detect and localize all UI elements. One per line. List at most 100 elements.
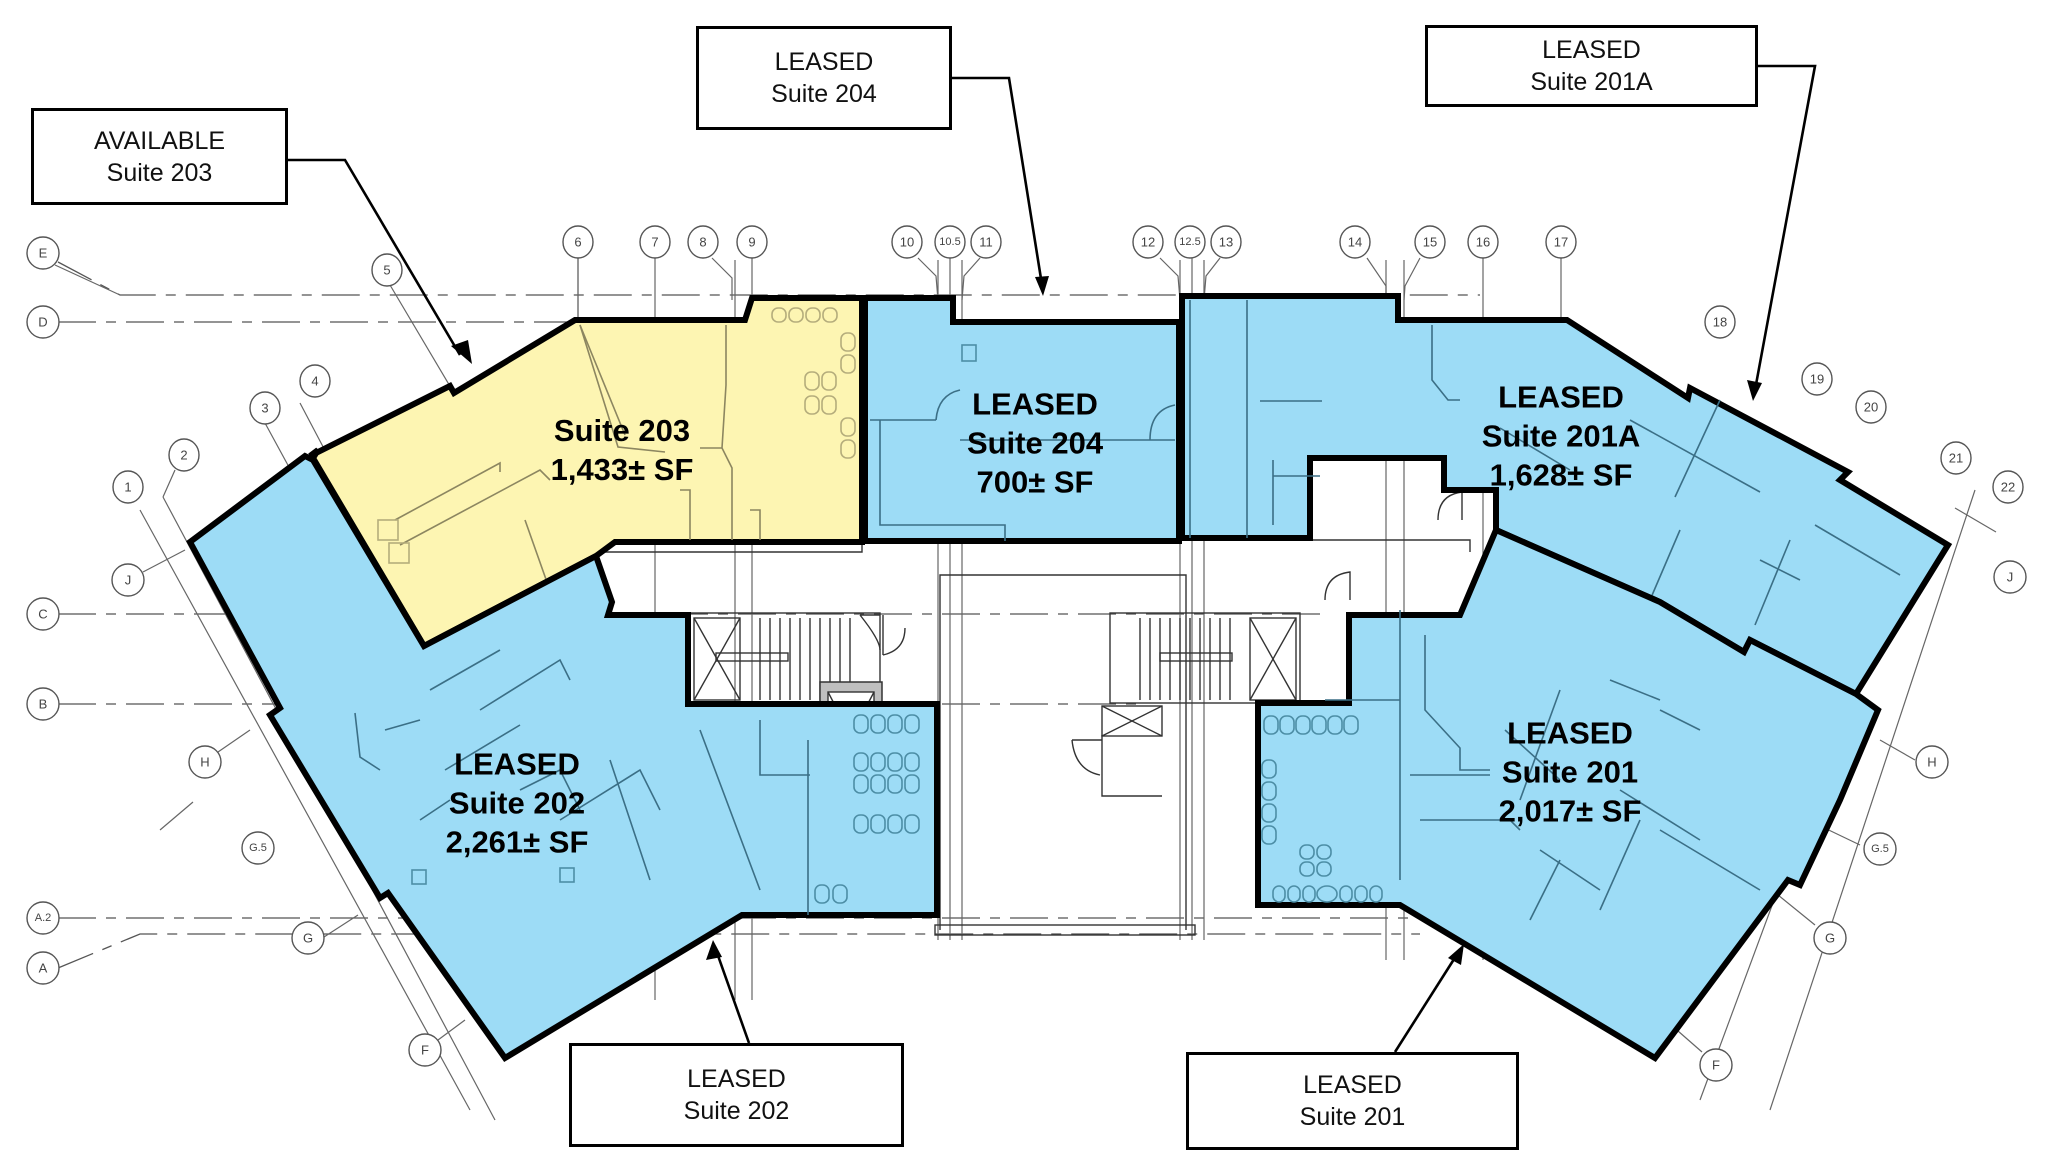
grid-bubble-12-5: 12.5 xyxy=(1174,225,1206,259)
svg-text:G: G xyxy=(1825,931,1835,946)
suite-204-label: LEASED Suite 204 700± SF xyxy=(967,385,1103,502)
svg-text:6: 6 xyxy=(574,235,581,250)
callout-leaders xyxy=(288,64,1817,1053)
grid-bubble-A: A xyxy=(26,951,60,985)
svg-text:12: 12 xyxy=(1141,235,1155,250)
grid-bubble-5: 5 xyxy=(371,253,403,287)
grid-bubble-17: 17 xyxy=(1545,225,1577,259)
svg-text:G.5: G.5 xyxy=(1871,843,1889,855)
callout-status: LEASED xyxy=(1303,1071,1402,1099)
suite-201-area[interactable] xyxy=(1255,526,1882,1062)
suite-201-status: LEASED xyxy=(1507,715,1633,751)
grid-bubble-7: 7 xyxy=(639,225,671,259)
suite-203-area-text: 1,433± SF xyxy=(550,452,694,487)
callout-status: LEASED xyxy=(1542,36,1641,64)
svg-text:14: 14 xyxy=(1348,235,1362,250)
callout-status: AVAILABLE xyxy=(93,126,226,155)
suite-201A-status: LEASED xyxy=(1498,379,1624,415)
grid-bubble-18: 18 xyxy=(1704,305,1736,339)
suite-202-area[interactable] xyxy=(186,452,940,1063)
svg-text:8: 8 xyxy=(699,235,706,250)
callout-status: LEASED xyxy=(774,48,874,76)
grid-bubble-C: C xyxy=(26,597,60,631)
svg-text:17: 17 xyxy=(1554,235,1568,250)
callout-suite: Suite 204 xyxy=(771,80,877,108)
grid-bubble-4: 4 xyxy=(299,364,331,398)
grid-bubble-21: 21 xyxy=(1940,441,1972,475)
callout-suite: Suite 201A xyxy=(1530,68,1653,96)
svg-text:22: 22 xyxy=(2001,480,2015,495)
suite-203-furniture xyxy=(377,307,856,564)
grid-bubble-D: D xyxy=(26,305,60,339)
grid-bubble-F-left: F xyxy=(408,1019,466,1067)
suite-204-status: LEASED xyxy=(972,386,1098,422)
svg-text:7: 7 xyxy=(651,235,658,250)
svg-text:10.5: 10.5 xyxy=(939,236,960,248)
callout-suite: Suite 203 xyxy=(106,158,213,187)
suite-204-name: Suite 204 xyxy=(966,425,1104,461)
suite-201A-name: Suite 201A xyxy=(1481,418,1641,454)
svg-text:10: 10 xyxy=(900,235,914,250)
suite-203-label: Suite 203 1,433± SF xyxy=(551,411,694,489)
suite-201-area-text: 2,017± SF xyxy=(1498,793,1642,829)
callout-suite-203[interactable]: AVAILABLE Suite 203 xyxy=(31,108,288,205)
svg-text:20: 20 xyxy=(1864,400,1878,415)
callout-status: LEASED xyxy=(687,1065,786,1093)
right-stair-treads xyxy=(1139,618,1233,700)
svg-text:B: B xyxy=(39,697,48,712)
svg-text:E: E xyxy=(39,246,48,261)
svg-text:F: F xyxy=(421,1043,429,1058)
grid-bubble-A2: A.2 xyxy=(26,901,60,935)
svg-text:21: 21 xyxy=(1949,451,1963,466)
grid-bubble-13: 13 xyxy=(1203,225,1242,301)
svg-text:13: 13 xyxy=(1219,235,1233,250)
svg-text:G.5: G.5 xyxy=(249,842,267,854)
grid-bubble-3: 3 xyxy=(249,391,281,425)
suite-202-furniture xyxy=(411,714,920,904)
svg-text:D: D xyxy=(38,315,47,330)
callout-suite-201A[interactable]: LEASED Suite 201A xyxy=(1425,25,1758,107)
grid-bubble-11: 11 xyxy=(961,225,1002,301)
svg-text:2: 2 xyxy=(180,448,187,463)
callout-suite-201[interactable]: LEASED Suite 201 xyxy=(1186,1052,1519,1150)
grid-bubble-15: 15 xyxy=(1403,225,1446,301)
suite-201-name: Suite 201 xyxy=(1501,754,1639,790)
callout-suite-202[interactable]: LEASED Suite 202 xyxy=(569,1043,904,1147)
suite-201A-label: LEASED Suite 201A 1,628± SF xyxy=(1482,378,1641,495)
grid-bubble-8: 8 xyxy=(687,225,733,300)
grid-bubble-14: 14 xyxy=(1339,225,1387,300)
callout-suite: Suite 202 xyxy=(683,1097,790,1125)
svg-text:G: G xyxy=(303,931,313,946)
grid-bubble-16: 16 xyxy=(1467,225,1499,259)
svg-text:12.5: 12.5 xyxy=(1179,236,1200,248)
suite-202-status: LEASED xyxy=(454,746,580,782)
grid-bubble-1: 1 xyxy=(112,470,144,504)
grid-bubble-G5-right: G.5 xyxy=(1811,821,1897,866)
suite-203-name: Suite 203 xyxy=(553,413,691,448)
grid-bubble-2: 2 xyxy=(162,438,200,498)
grid-bubble-20: 20 xyxy=(1855,390,1887,424)
grid-bubble-6: 6 xyxy=(562,225,594,320)
svg-text:3: 3 xyxy=(261,401,268,416)
suite-202-name: Suite 202 xyxy=(448,785,586,821)
svg-text:18: 18 xyxy=(1713,315,1727,330)
grid-bubble-12: 12 xyxy=(1132,225,1181,301)
svg-text:H: H xyxy=(200,755,209,770)
svg-text:16: 16 xyxy=(1476,235,1490,250)
suite-202-area-text: 2,261± SF xyxy=(445,824,589,860)
svg-text:1: 1 xyxy=(124,480,131,495)
suite-204-area-text: 700± SF xyxy=(976,464,1094,500)
grid-bubble-G5-left: G.5 xyxy=(159,801,275,865)
grid-bubble-19: 19 xyxy=(1801,362,1833,396)
svg-text:9: 9 xyxy=(748,235,755,250)
svg-text:F: F xyxy=(1712,1058,1720,1073)
grid-bubble-G-left: G xyxy=(291,914,359,955)
svg-text:19: 19 xyxy=(1810,372,1824,387)
grid-bubble-H-right: H xyxy=(1879,739,1949,779)
grid-bubble-G-right: G xyxy=(1777,894,1847,955)
suite-201A-area-text: 1,628± SF xyxy=(1489,457,1633,493)
row-grid-bubbles: E D C B A.2 A J H G.5 G F J H G.5 G F xyxy=(26,236,2027,1082)
suite-202-label: LEASED Suite 202 2,261± SF xyxy=(446,745,589,862)
callout-suite-204[interactable]: LEASED Suite 204 xyxy=(696,26,952,130)
